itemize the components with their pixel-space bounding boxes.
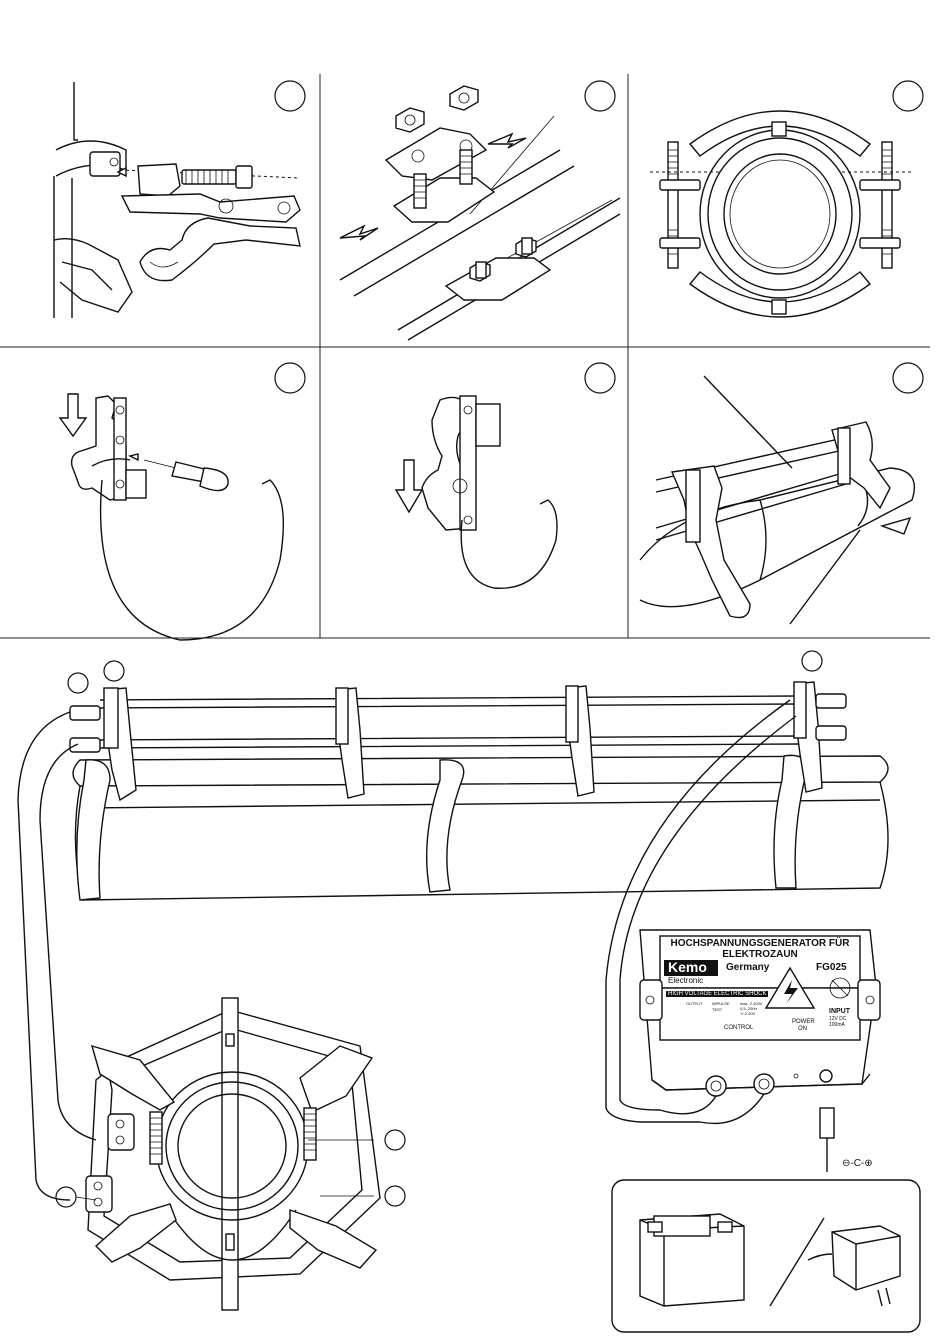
panel-3-pipe-ring bbox=[650, 111, 912, 317]
panel-1-clip-mount bbox=[54, 82, 300, 318]
device-model: FG025 bbox=[816, 962, 847, 973]
device-label-power: POWER bbox=[792, 1019, 815, 1025]
panel-2-wire-clamp bbox=[340, 86, 620, 340]
polarity-label: ⊖-C-⊕ bbox=[842, 1158, 873, 1169]
device-brand-sub: Electronic bbox=[668, 976, 703, 985]
device-input-title: INPUT bbox=[829, 1008, 850, 1015]
octagon-assembly bbox=[76, 998, 380, 1310]
device-spec-impulse: IMPULSE bbox=[712, 1001, 730, 1006]
device-country: Germany bbox=[726, 962, 769, 973]
device-warning: HIGH VOLTAGE ELECTRIC SHOCK bbox=[666, 991, 768, 997]
device-label-control: CONTROL bbox=[724, 1025, 753, 1031]
panel-6-gutter-clips bbox=[640, 376, 914, 624]
panel-4-insert-hook bbox=[60, 394, 283, 640]
device-spec-test: TEST bbox=[712, 1007, 722, 1012]
device-spec-values3: +/-2.000 bbox=[740, 1011, 755, 1016]
device-input-a: 100mA bbox=[829, 1022, 845, 1028]
device-spec-output: OUTPUT bbox=[686, 1001, 702, 1006]
device-label-on: ON bbox=[798, 1026, 807, 1032]
power-options-box bbox=[612, 1180, 920, 1332]
device-title-line1: HOCHSPANNUNGSGENERATOR FÜR bbox=[662, 938, 858, 949]
panel-5-closed-clip bbox=[396, 396, 557, 588]
device-brand: Kemo bbox=[668, 959, 707, 975]
